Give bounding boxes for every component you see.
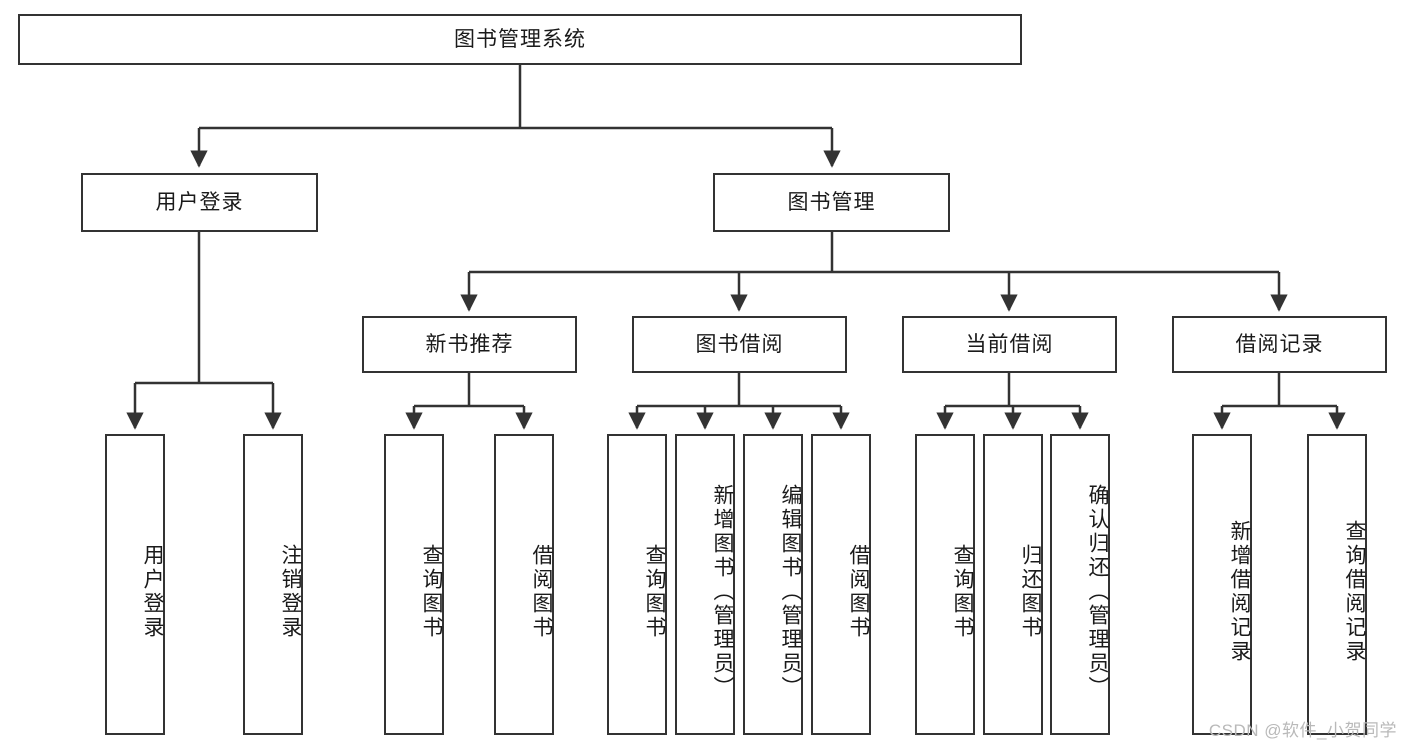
node-leaf-query-book-3[interactable]: 查询图书 [915, 434, 975, 735]
node-leaf-edit-book-label: 编辑图书（管理员） [779, 483, 802, 700]
node-leaf-query-book-1[interactable]: 查询图书 [384, 434, 444, 735]
node-leaf-confirm-return-label: 确认归还（管理员） [1086, 483, 1109, 700]
node-leaf-query-book-2-label: 查询图书 [643, 543, 666, 640]
node-leaf-add-book[interactable]: 新增图书（管理员） [675, 434, 735, 735]
node-leaf-query-record[interactable]: 查询借阅记录 [1307, 434, 1367, 735]
node-current-borrow[interactable]: 当前借阅 [902, 316, 1117, 373]
node-leaf-confirm-return[interactable]: 确认归还（管理员） [1050, 434, 1110, 735]
node-book-borrow-label: 图书借阅 [695, 332, 784, 356]
node-book-manage[interactable]: 图书管理 [713, 173, 950, 232]
node-leaf-return-book-label: 归还图书 [1019, 543, 1042, 640]
node-leaf-query-book-1-label: 查询图书 [420, 543, 443, 640]
node-borrow-record[interactable]: 借阅记录 [1172, 316, 1387, 373]
node-leaf-add-record[interactable]: 新增借阅记录 [1192, 434, 1252, 735]
node-book-borrow[interactable]: 图书借阅 [632, 316, 847, 373]
node-leaf-query-record-label: 查询借阅记录 [1343, 519, 1366, 664]
node-user-login[interactable]: 用户登录 [81, 173, 318, 232]
node-leaf-borrow-book-2[interactable]: 借阅图书 [811, 434, 871, 735]
node-book-manage-label: 图书管理 [787, 190, 876, 214]
node-leaf-return-book[interactable]: 归还图书 [983, 434, 1043, 735]
node-leaf-borrow-book-1-label: 借阅图书 [530, 543, 553, 640]
node-leaf-user-logout[interactable]: 注销登录 [243, 434, 303, 735]
node-root-label: 图书管理系统 [454, 27, 586, 51]
csdn-watermark: CSDN @软件_小贺同学 [1208, 721, 1397, 740]
node-leaf-add-record-label: 新增借阅记录 [1228, 519, 1251, 664]
node-leaf-add-book-label: 新增图书（管理员） [711, 483, 734, 700]
node-leaf-query-book-2[interactable]: 查询图书 [607, 434, 667, 735]
node-leaf-borrow-book-1[interactable]: 借阅图书 [494, 434, 554, 735]
node-leaf-user-logout-label: 注销登录 [279, 543, 302, 640]
node-current-borrow-label: 当前借阅 [965, 332, 1054, 356]
node-root[interactable]: 图书管理系统 [18, 14, 1022, 65]
node-user-login-label: 用户登录 [155, 190, 244, 214]
node-new-book-rec-label: 新书推荐 [425, 332, 514, 356]
node-leaf-user-login[interactable]: 用户登录 [105, 434, 165, 735]
node-leaf-edit-book[interactable]: 编辑图书（管理员） [743, 434, 803, 735]
node-new-book-rec[interactable]: 新书推荐 [362, 316, 577, 373]
node-leaf-query-book-3-label: 查询图书 [951, 543, 974, 640]
node-leaf-borrow-book-2-label: 借阅图书 [847, 543, 870, 640]
node-borrow-record-label: 借阅记录 [1235, 332, 1324, 356]
node-leaf-user-login-label: 用户登录 [141, 543, 164, 640]
